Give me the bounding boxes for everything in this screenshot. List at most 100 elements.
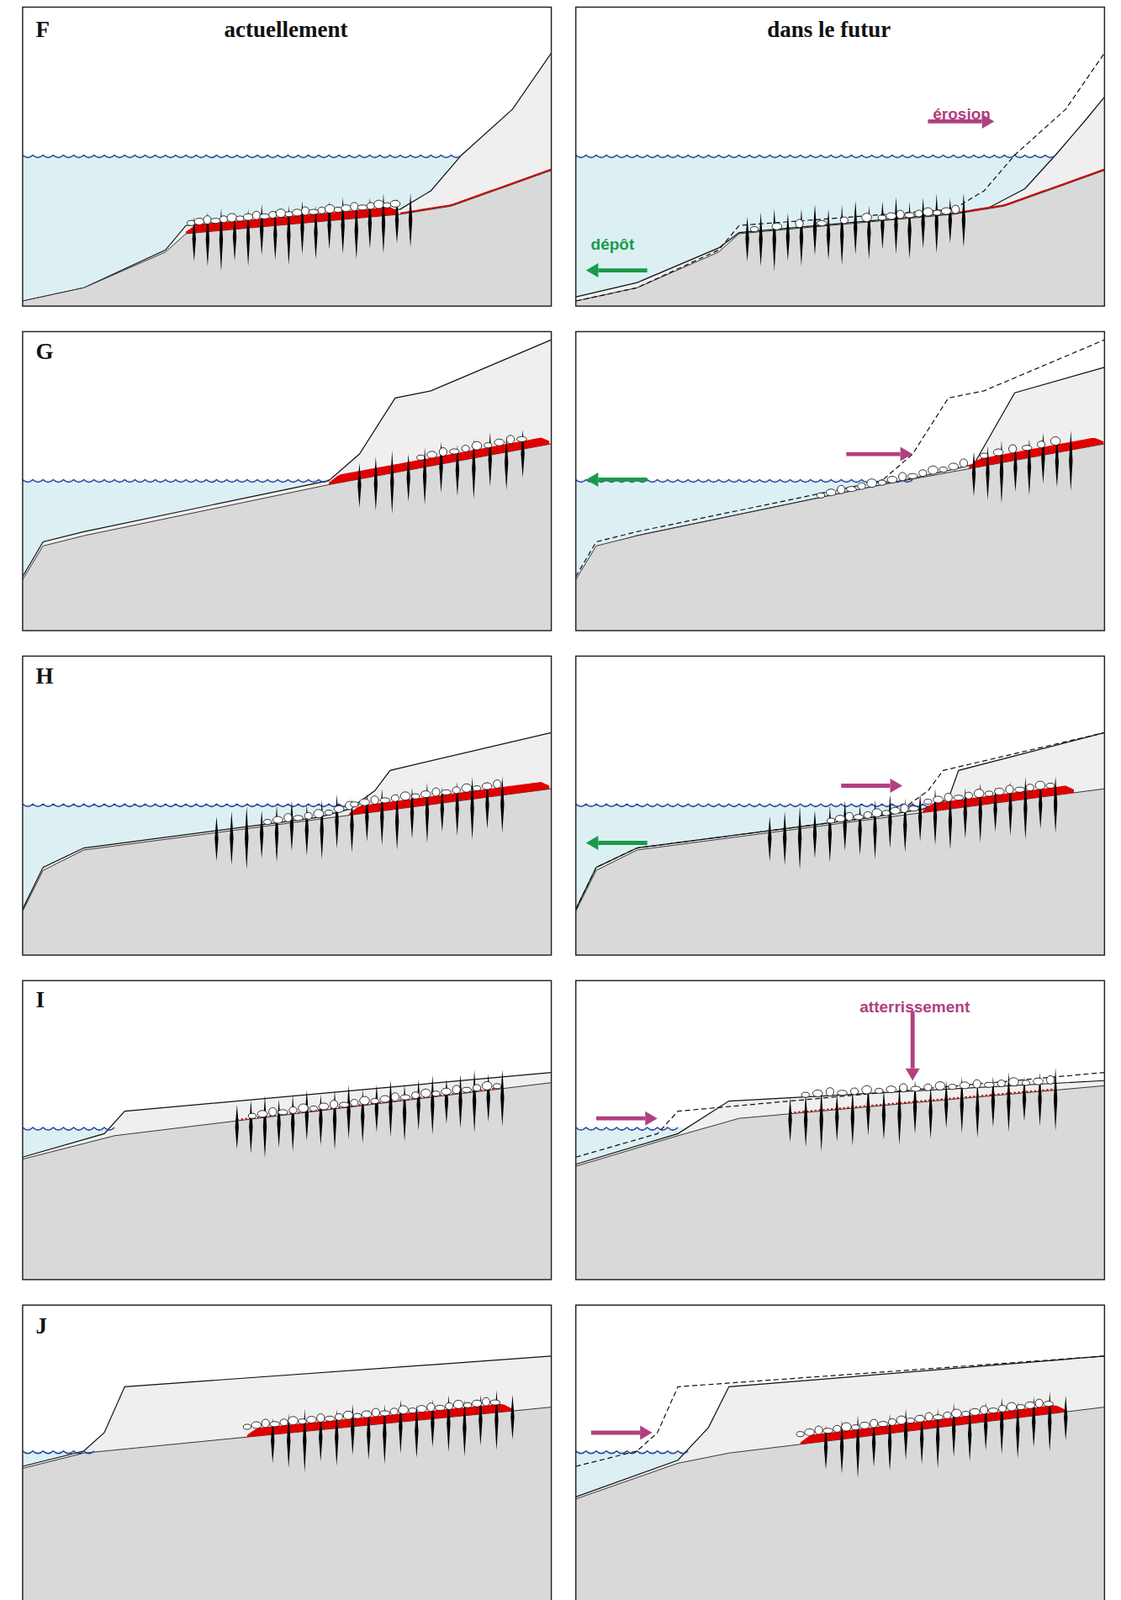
stone [910,1086,921,1092]
stone [434,1405,445,1411]
stone [953,795,964,801]
sediment [22,732,552,956]
stone [943,1411,952,1419]
wooden-pile [813,810,817,859]
panel-frame [576,1305,1106,1600]
water-level [22,1451,95,1455]
former-surface [576,732,1106,910]
stone [840,1422,852,1432]
panel-letter: I [35,988,45,1014]
stone [370,1099,379,1105]
stone [194,217,205,225]
wooden-pile [458,1074,462,1129]
wooden-pile [374,456,378,511]
panel-content [576,732,1106,956]
panel-frame [22,331,552,631]
wooden-pile [948,198,952,244]
stone [941,207,952,215]
stone [877,480,886,486]
profile-panel [576,331,1106,631]
stone [432,787,440,797]
stone [329,1100,338,1110]
stone [452,787,461,794]
stone [506,435,514,445]
wooden-pile [819,1089,824,1153]
stone [877,1422,889,1428]
wooden-pile [851,1089,855,1147]
stone [796,1432,804,1438]
wooden-pile [248,1099,253,1154]
stone [400,1094,411,1100]
stone [750,227,758,233]
wooden-pile [920,197,925,249]
wooden-pile [333,1089,337,1151]
stone [383,202,392,208]
substrate-line [22,444,552,580]
stone [517,436,528,442]
former-surface [576,52,1106,302]
process-arrow [597,477,647,482]
stone [278,1110,289,1116]
stone [293,815,304,821]
wooden-pile [430,1074,434,1136]
stone [359,1096,371,1106]
wooden-pile [408,193,413,248]
archaeological-layer [328,437,550,485]
panel-frame [22,980,552,1280]
stone [853,814,864,820]
stone [371,1408,380,1418]
stone [840,216,848,224]
stone [1025,1401,1036,1409]
stone [896,1416,907,1425]
process-arrow [596,1116,646,1121]
arrow-head [586,472,599,487]
profile-panel [22,655,552,956]
stone [391,1093,399,1102]
process-arrow [597,840,647,846]
stone [412,793,420,799]
buried-layer [953,169,1106,213]
stone [923,207,934,217]
stone [1006,1402,1017,1412]
panel-content [576,1068,1106,1280]
process-arrow [846,452,900,457]
stone [374,200,385,209]
stone [361,1411,372,1418]
wooden-pile [406,454,410,503]
stone [825,489,836,497]
water-level [576,479,914,482]
wooden-pile [318,1094,323,1147]
wooden-pile [229,811,233,866]
process-arrow [840,783,890,788]
stone [272,816,283,824]
water-level [22,803,360,807]
panel-frame [22,6,552,307]
stone [899,1083,908,1093]
wooden-pile [928,1084,932,1139]
buried-layer [237,1088,503,1121]
wooden-pile [888,794,892,849]
panel-letter: J [35,1314,48,1340]
archaeological-layer [800,1405,1067,1445]
wooden-pile [263,1094,267,1159]
wooden-pile [918,793,922,842]
stone [472,786,481,792]
stone [417,454,425,461]
stone [390,1408,398,1416]
stone [380,1411,391,1417]
profile-panel [576,1305,1106,1600]
stone [318,1103,329,1111]
stone [1035,1399,1043,1408]
wooden-pile [893,196,898,254]
substrate [576,444,1106,631]
stone [398,1406,409,1415]
wooden-pile [758,212,762,267]
stone [432,1091,440,1097]
stone [481,1397,490,1407]
stone [412,1092,420,1100]
stone [997,1080,1005,1088]
stone [998,1405,1006,1412]
wooden-pile [302,1409,307,1473]
wooden-pile [782,811,787,866]
stone [313,809,324,819]
